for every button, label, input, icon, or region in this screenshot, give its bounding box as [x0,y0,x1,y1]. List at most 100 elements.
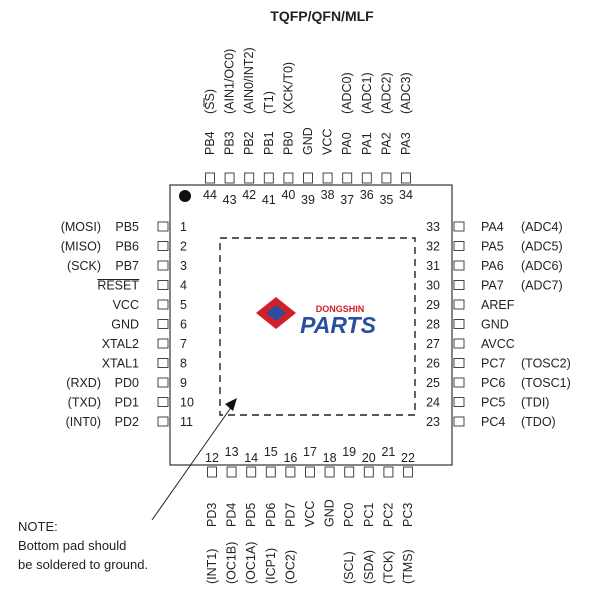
pin-pad-43 [224,172,235,184]
pin-pad-5 [157,299,169,310]
pin-number-13: 13 [225,445,239,459]
pin-name-37: PA0 [340,132,354,155]
pin-pad-9 [157,377,169,388]
pin-pad-44 [205,172,215,184]
pin-number-21: 21 [381,445,395,459]
pin-alt-22: (TMS) [401,549,415,584]
pin-pad-16 [285,466,296,478]
pin-alt-44: (SS) [203,89,217,114]
pin-name-19: PC0 [342,503,356,527]
pin-number-23: 23 [426,415,440,429]
pin-pad-23 [453,416,465,427]
pin-number-26: 26 [426,357,440,371]
pin-number-15: 15 [264,445,278,459]
pin-pad-33 [453,221,465,232]
pin-name-15: PD6 [264,503,278,527]
pin-pad-11 [157,416,169,427]
note-line-3: be soldered to ground. [18,557,148,572]
pin-name-18: GND [323,499,337,527]
pin-alt-10: (TXD) [68,396,101,410]
pin-alt-31: (ADC6) [521,259,563,273]
pin-name-23: PC4 [481,415,505,429]
pin-alt-41: (T1) [262,91,276,114]
pin-name-32: PA5 [481,240,504,254]
pin-name-26: PC7 [481,357,505,371]
pin-name-40: PB0 [281,131,295,155]
pin-pad-28 [453,319,465,329]
pin-name-20: PC1 [362,503,376,527]
pin-pad-40 [283,172,294,184]
pin-name-44: PB4 [203,131,217,155]
pin-number-42: 42 [242,188,256,202]
pin-pad-20 [363,466,374,478]
pin-number-6: 6 [180,318,187,332]
pin-pad-8 [157,358,169,368]
pin-number-7: 7 [180,337,187,351]
pin-pad-41 [263,172,274,184]
pin-alt-21: (TCK) [381,551,395,584]
pin-number-12: 12 [205,451,219,465]
pin-number-24: 24 [426,396,440,410]
pin-pad-38 [322,172,333,184]
pin-pad-12 [207,466,217,478]
pin-number-43: 43 [223,193,237,207]
pin-number-29: 29 [426,298,440,312]
pin-name-34: PA3 [399,132,413,155]
pin-pad-30 [453,280,465,290]
pin-alt-12: (INT1) [205,549,219,584]
pin-name-22: PC3 [401,503,415,527]
pin-pad-31 [453,260,465,271]
pin-alt-16: (OC2) [283,550,297,584]
pin-number-40: 40 [281,188,295,202]
pin-name-11: PD2 [115,415,139,429]
pin-name-1: PB5 [115,220,139,234]
pin-number-32: 32 [426,240,440,254]
pin-number-8: 8 [180,357,187,371]
pin-number-18: 18 [323,451,337,465]
pin-name-12: PD3 [205,503,219,527]
pin-pad-29 [453,299,465,310]
pin-name-41: PB1 [262,131,276,155]
pin-name-31: PA6 [481,259,504,273]
pin-alt-14: (OC1A) [244,542,258,584]
pin-alt-30: (ADC7) [521,279,563,293]
chip-body [169,184,453,466]
pin-alt-32: (ADC5) [521,240,563,254]
pin-number-30: 30 [426,279,440,293]
pin-alt-13: (OC1B) [225,542,239,584]
logo: DONGSHIN PARTS [256,297,377,338]
pin-number-11: 11 [180,415,193,429]
pin-number-39: 39 [301,193,315,207]
pin-name-21: PC2 [381,503,395,527]
pin-name-14: PD5 [244,503,258,527]
pin-alt-40: (XCK/T0) [281,62,295,114]
pin-pad-17 [305,466,315,478]
pin-name-24: PC5 [481,396,505,410]
pin-pad-21 [383,466,394,478]
pin-alt-25: (TOSC1) [521,376,571,390]
pin-number-28: 28 [426,318,440,332]
pin-number-34: 34 [399,188,413,202]
pin-alt-19: (SCL) [342,551,356,584]
pin-pad-18 [324,466,335,478]
pin-name-7: XTAL2 [102,337,139,351]
pin-pad-24 [453,397,465,407]
pin-name-13: PD4 [225,503,239,527]
pin-alt-33: (ADC4) [521,220,563,234]
pin-pad-39 [303,172,313,184]
pin-alt-26: (TOSC2) [521,357,571,371]
pin-pad-14 [246,466,257,478]
pin-alt-37: (ADC0) [340,72,354,114]
pin-pad-26 [453,358,465,368]
pin-alt-35: (ADC2) [379,72,393,114]
pin-number-44: 44 [203,188,217,202]
pin-name-9: PD0 [115,376,139,390]
pin-alt-11: (INT0) [66,415,101,429]
note-line-2: Bottom pad should [18,538,126,553]
pin-alt-42: (AIN0/INT2) [242,47,256,114]
pin-number-3: 3 [180,259,187,273]
pin-name-3: PB7 [115,259,139,273]
pin-pad-10 [157,397,169,407]
pin-pad-37 [342,172,353,184]
pin-pad-42 [244,172,255,184]
